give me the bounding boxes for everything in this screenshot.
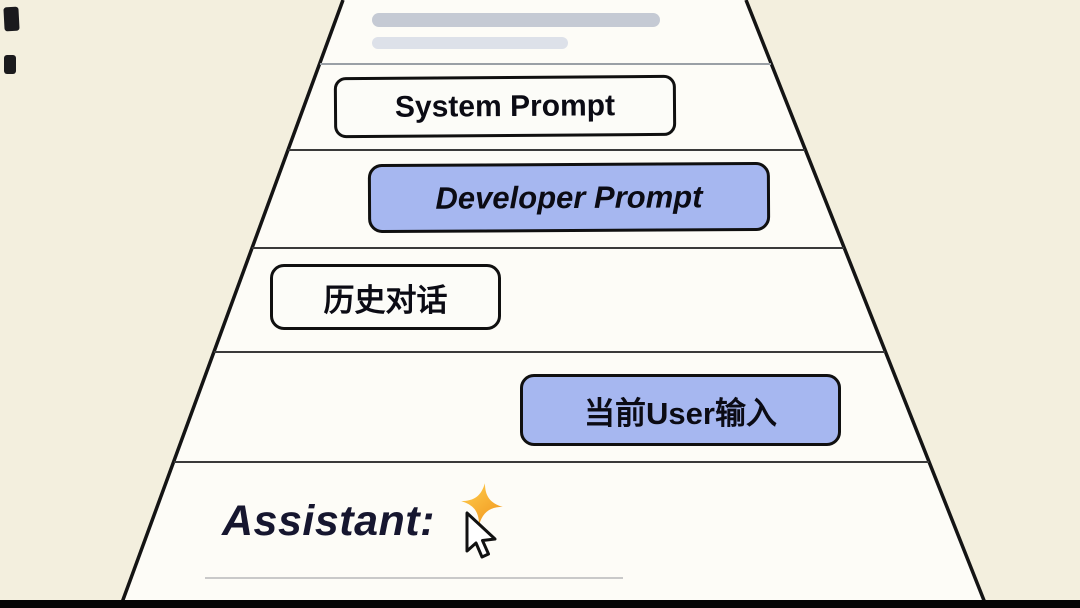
sparkle-icon <box>461 483 503 525</box>
edge-artifact-1 <box>3 6 20 32</box>
edge-artifact-2 <box>4 55 16 74</box>
developer-prompt-label: Developer Prompt <box>435 178 703 216</box>
history-dialog-box: 历史对话 <box>270 264 501 330</box>
bottom-letterbox-bar <box>0 600 1080 608</box>
assistant-underline <box>205 577 623 579</box>
current-user-input-label: 当前User输入 <box>584 395 777 431</box>
skeleton-text-line-2 <box>372 37 568 49</box>
funnel-right-edge <box>744 0 989 608</box>
system-prompt-box: System Prompt <box>333 74 677 139</box>
developer-prompt-box: Developer Prompt <box>367 161 771 234</box>
current-user-input-box: 当前User输入 <box>520 374 841 446</box>
assistant-label: Assistant: <box>222 497 435 545</box>
skeleton-text-line-1 <box>372 13 660 27</box>
cursor-pointer-icon <box>465 511 497 559</box>
funnel-fill <box>120 0 987 608</box>
history-dialog-label: 历史对话 <box>323 282 448 318</box>
funnel-left-edge <box>118 0 345 608</box>
system-prompt-label: System Prompt <box>394 88 616 124</box>
